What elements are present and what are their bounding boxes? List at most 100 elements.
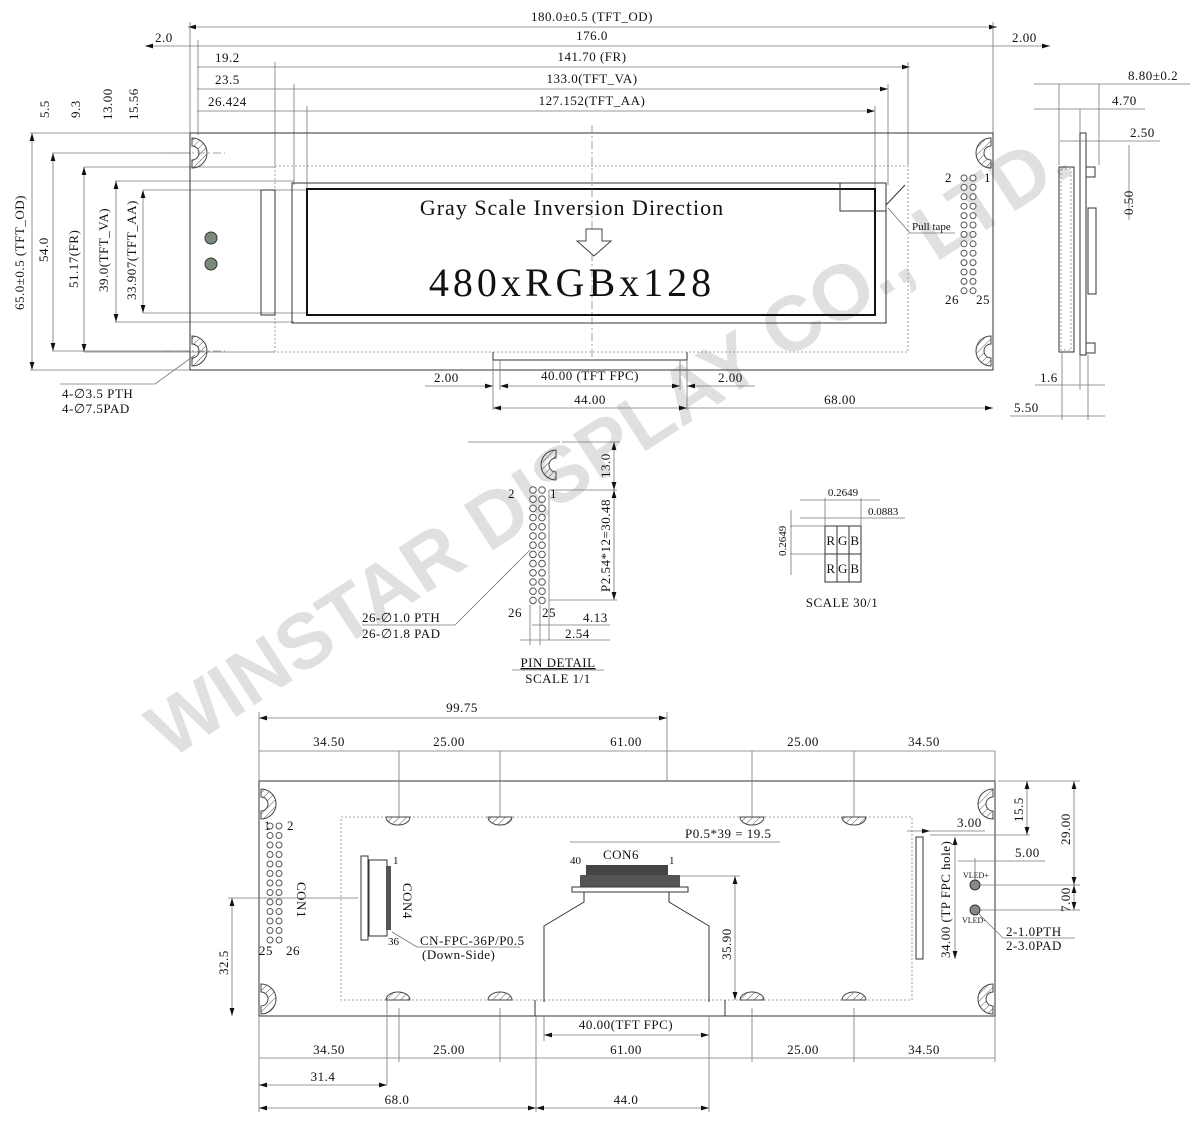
pin-hole-icon: [960, 212, 968, 220]
dim-fpc-left-gap: 2.00: [434, 370, 459, 385]
dim-side-e: 5.50: [1014, 400, 1039, 415]
con1-pin-2: 2: [287, 818, 294, 833]
pin-hole-icon: [275, 879, 283, 887]
pin-hole-icon: [969, 240, 977, 248]
mount-hole-pad: 4-∅7.5PAD: [62, 401, 130, 416]
pin-hole-icon: [538, 559, 546, 568]
pin-hole-icon: [969, 277, 977, 285]
pin-hole-icon: [538, 495, 546, 504]
panel-title: Gray Scale Inversion Direction: [420, 195, 724, 220]
pin-hole-icon: [960, 259, 968, 267]
con4-note: (Down-Side): [422, 947, 495, 962]
dim-hole-offset: 5.5: [37, 100, 52, 118]
subpixel-b: B: [850, 533, 859, 548]
pin-hole-icon: [538, 486, 546, 494]
pin-hole-icon: [266, 851, 274, 858]
pin-label-1: 1: [550, 486, 557, 501]
con4-label: CON4: [400, 883, 415, 919]
dim-active-area: 127.152(TFT_AA): [539, 93, 646, 108]
pin-hole-icon: [960, 249, 968, 257]
pin-pitch: P2.54*12=30.48: [598, 499, 613, 592]
pin-hole-icon: [275, 822, 283, 830]
pin-hole-icon: [275, 860, 283, 868]
pin-hole-icon: [266, 898, 274, 906]
pin-hole-icon: [529, 596, 537, 605]
pin-hole-icon: [529, 504, 537, 513]
pin-label-25: 25: [542, 605, 556, 620]
front-view: 180.0±0.5 (TFT_OD) 176.0 2.0 2.00 19.2 1…: [12, 9, 1050, 416]
pin-hole-icon: [538, 541, 546, 550]
pin-hole-pad: 26-∅1.8 PAD: [362, 626, 440, 641]
vled-x: 5.00: [1015, 845, 1040, 860]
pin-hole-icon: [529, 513, 537, 522]
dim-side-b: 2.50: [1130, 125, 1155, 140]
dim-fpc-right-gap: 2.00: [718, 370, 743, 385]
pin-hole-icon: [969, 287, 977, 295]
tp-fpc-hole: 34.00 (TP FPC hole): [938, 841, 953, 958]
pin-hole-icon: [960, 183, 968, 191]
dim-thickness: 8.80±0.2: [1128, 68, 1178, 83]
con4-pin-36: 36: [388, 936, 400, 948]
pixel-detail: 0.2649 0.0883 0.2649 R G B R G B SCALE 3…: [777, 487, 905, 610]
rear-top-offset: 15.5: [1011, 797, 1026, 822]
dim-fr-offset: 9.3: [68, 100, 83, 118]
pin-hole-icon: [960, 277, 968, 285]
pin-hole-icon: [960, 287, 968, 295]
dim-outline-width: 180.0±0.5 (TFT_OD): [531, 9, 653, 24]
pin-hole-icon: [960, 221, 968, 229]
rear-bottom-dim: 25.00: [433, 1042, 465, 1057]
pin-hole-icon: [538, 578, 546, 586]
dim-viewing-area: 133.0(TFT_VA): [546, 71, 637, 86]
con6-pin-1: 1: [669, 855, 675, 867]
svg-text:2: 2: [945, 170, 952, 185]
pin-col-pitch: 2.54: [565, 626, 590, 641]
dim-frame-v: 51.17(FR): [66, 230, 81, 288]
dim-fpc-width: 40.00 (TFT FPC): [541, 368, 639, 383]
dim-left-margin: 2.0: [155, 30, 173, 45]
rear-top-dim: 61.00: [610, 734, 642, 749]
pin-hole-icon: [266, 832, 274, 839]
rear-top-dim: 34.50: [313, 734, 345, 749]
pin-hole-icon: [266, 908, 274, 915]
pin-hole-icon: [960, 174, 968, 182]
con6-label: CON6: [603, 847, 639, 862]
con6-pitch: P0.5*39 = 19.5: [685, 826, 772, 841]
pin-hole-pth: 26-∅1.0 PTH: [362, 610, 440, 625]
screw-icon: [204, 257, 218, 271]
pin-label-26: 26: [508, 605, 522, 620]
vled-pitch: 7.00: [1058, 887, 1073, 912]
dim-active-area-v: 33.907(TFT_AA): [124, 200, 139, 300]
vled-height: 29.00: [1058, 813, 1073, 845]
pin-hole-icon: [529, 569, 537, 577]
side-view: 8.80±0.2 4.70 2.50 0.50 1.6 5.50: [1010, 68, 1190, 420]
pin-hole-icon: [275, 917, 283, 925]
rear-view: 99.75 34.50 25.00 61.00 25.00 34.50 1 2 …: [216, 700, 1080, 1112]
pin-hole-icon: [538, 504, 546, 513]
rear-top-dim: 25.00: [787, 734, 819, 749]
rear-fpc-left: 68.0: [385, 1092, 410, 1107]
pin-hole-icon: [275, 898, 283, 906]
dim-frame: 141.70 (FR): [557, 49, 626, 64]
dim-va-offset-v: 13.00: [100, 88, 115, 120]
pin-hole-icon: [969, 230, 977, 238]
pin-hole-icon: [275, 841, 283, 849]
rear-bottom-dim: 34.50: [313, 1042, 345, 1057]
pin-hole-icon: [969, 183, 977, 191]
pin-hole-icon: [969, 221, 977, 229]
pin-hole-icon: [529, 559, 537, 568]
pin-hole-icon: [969, 174, 977, 182]
rear-bottom-dim: 34.50: [908, 1042, 940, 1057]
pin-hole-icon: [266, 870, 274, 877]
pin-hole-icon: [266, 879, 274, 887]
rear-bottom-dim: 25.00: [787, 1042, 819, 1057]
pin-hole-icon: [266, 889, 274, 896]
vled-minus-label: VLED-: [962, 916, 986, 925]
rear-right-offset: 3.00: [957, 815, 982, 830]
vled-plus-label: VLED+: [963, 871, 989, 880]
dim-fpc-cutout: 44.00: [574, 392, 606, 407]
pin-hole-icon: [960, 193, 968, 201]
pin-top-offset: 13.0: [598, 453, 613, 478]
pin-hole-icon: [266, 860, 274, 868]
dim-outline-height: 65.0±0.5 (TFT_OD): [12, 195, 27, 310]
